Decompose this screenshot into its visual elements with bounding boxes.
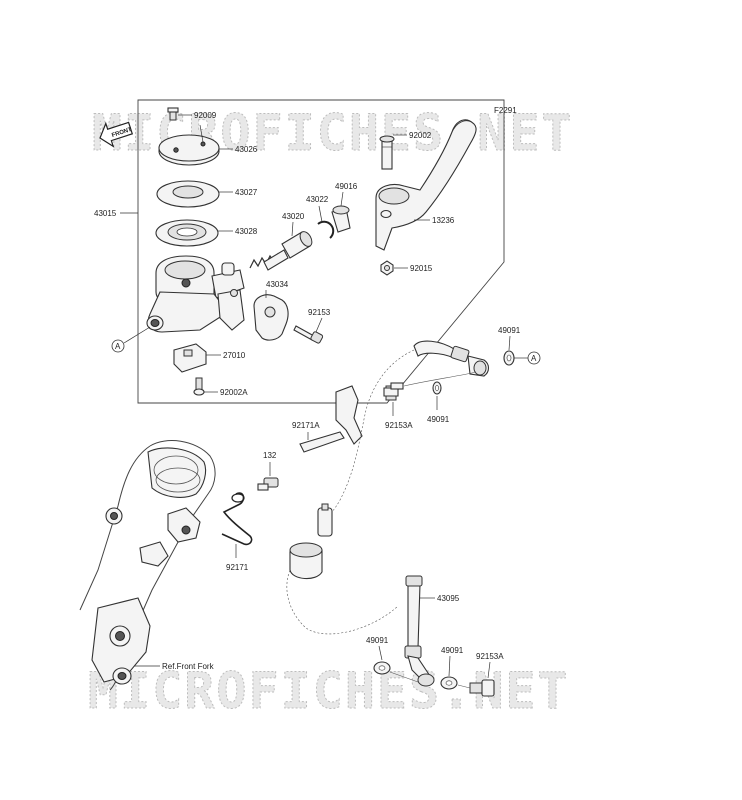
- boot-49016: [331, 205, 351, 233]
- label-43095: 43095: [437, 594, 460, 603]
- svg-text:A: A: [531, 354, 537, 363]
- label-43028: 43028: [235, 227, 258, 236]
- washer-49091-mid: [432, 381, 442, 395]
- label-43027: 43027: [235, 188, 258, 197]
- nut-92015: [380, 260, 394, 276]
- hose-grommet-lower: [289, 542, 323, 580]
- bolt-92153: [293, 325, 324, 344]
- label-43015: 43015: [94, 209, 117, 218]
- label-43020: 43020: [282, 212, 305, 221]
- screw-92009: [167, 107, 179, 121]
- label-132: 132: [263, 451, 277, 460]
- assembly-frame: [137, 99, 505, 404]
- label-49091-mid: 49091: [427, 415, 450, 424]
- banjo-bolt-92153A-mid: [383, 382, 404, 401]
- master-cylinder-body: [146, 255, 245, 333]
- watermark-bottom: MICROFICHES.NET: [88, 662, 570, 720]
- washer-49091-bottom-right: [440, 676, 458, 690]
- label-92153A-mid: 92153A: [385, 421, 413, 430]
- screw-92002A: [193, 377, 205, 396]
- pivot-bolt-92002: [379, 135, 395, 170]
- bolt-132: [257, 477, 279, 491]
- label-ref-front-fork: Ref.Front Fork: [162, 662, 215, 671]
- label-13236: 13236: [432, 216, 455, 225]
- hose-grommet-upper: [317, 503, 333, 537]
- label-43022: 43022: [306, 195, 329, 204]
- label-92171: 92171: [226, 563, 249, 572]
- front-fork-reference: [79, 440, 216, 691]
- diaphragm-43028: [155, 219, 219, 247]
- label-49091-bottom-left: 49091: [366, 636, 389, 645]
- label-49016: 49016: [335, 182, 358, 191]
- label-49091-bottom-right: 49091: [441, 646, 464, 655]
- label-92153A-bottom: 92153A: [476, 652, 504, 661]
- reservoir-cap-43026: [158, 134, 220, 166]
- holder-43034: [253, 294, 289, 341]
- figure-code: F2291: [494, 106, 517, 115]
- label-92002: 92002: [409, 131, 432, 140]
- label-92171A: 92171A: [292, 421, 320, 430]
- brake-switch-27010: [173, 343, 207, 373]
- brake-lever-13236: [375, 119, 477, 251]
- piston-kit-43020: [249, 231, 313, 271]
- label-92002A: 92002A: [220, 388, 248, 397]
- front-arrow-icon: FRONT: [99, 121, 134, 148]
- brake-hose-lower-43095: [404, 575, 435, 687]
- brake-hose-upper: [413, 340, 490, 377]
- washer-49091-top: [503, 350, 515, 366]
- svg-text:A: A: [115, 342, 121, 351]
- label-92015: 92015: [410, 264, 433, 273]
- washer-49091-bottom-left: [373, 661, 391, 675]
- plate-43027: [156, 180, 220, 208]
- label-43026: 43026: [235, 145, 258, 154]
- label-27010: 27010: [223, 351, 246, 360]
- label-92153: 92153: [308, 308, 331, 317]
- clamp-92171: [221, 492, 253, 546]
- clamp-92171A: [299, 385, 363, 453]
- banjo-bolt-92153A-bottom: [469, 679, 495, 697]
- label-92009: 92009: [194, 111, 217, 120]
- callout-a-left: A: [111, 339, 125, 353]
- callout-a-right: A: [527, 351, 541, 365]
- circlip-43022: [317, 220, 335, 239]
- label-43034: 43034: [266, 280, 289, 289]
- label-49091-top: 49091: [498, 326, 521, 335]
